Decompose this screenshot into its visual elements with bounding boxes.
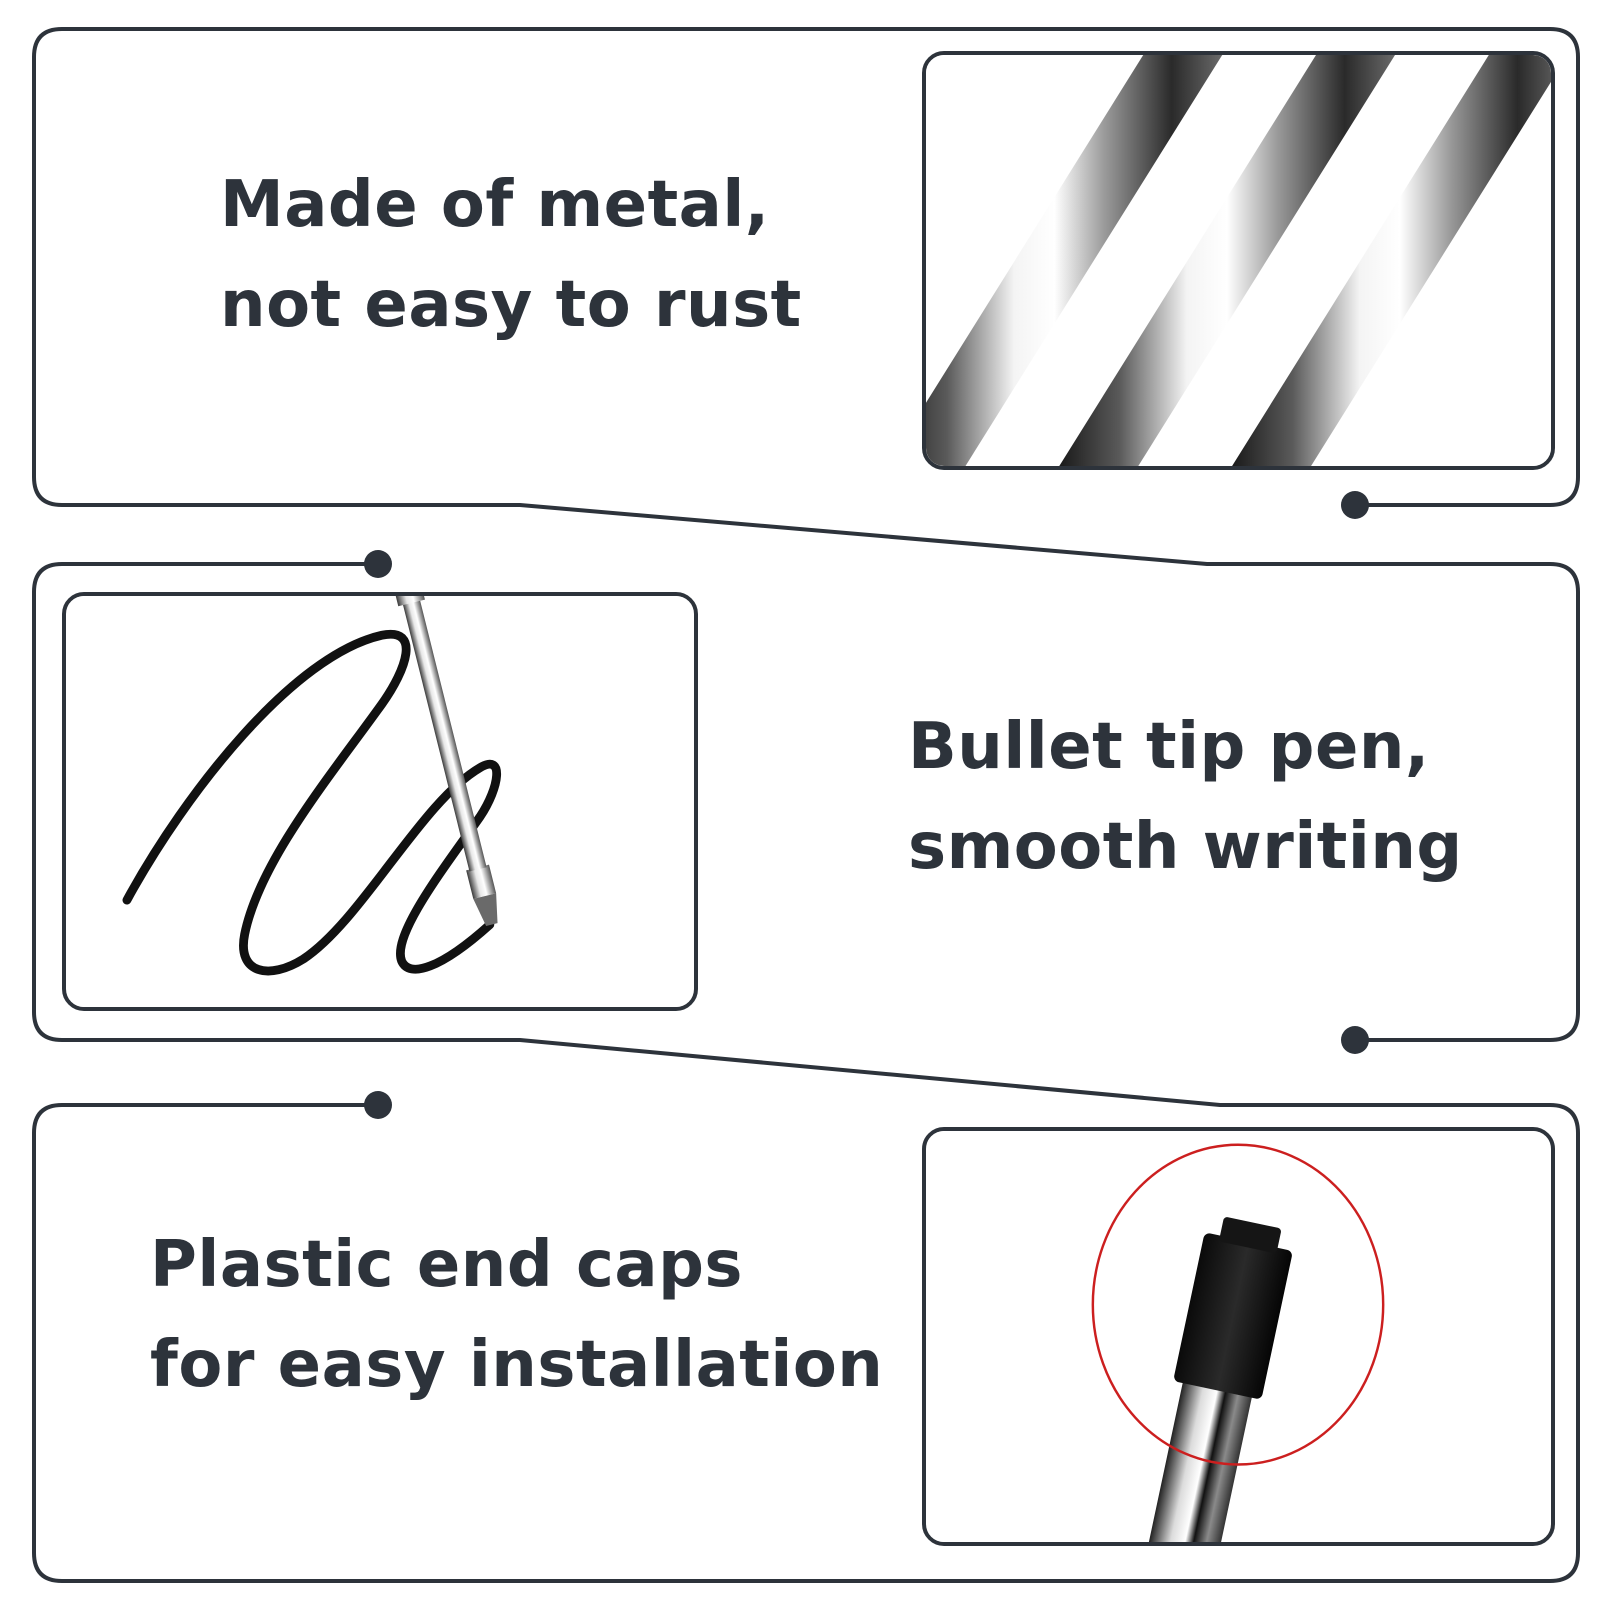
feature-2-line-1: Bullet tip pen, [908,710,1430,784]
connector-dot-2 [364,550,392,578]
rod-body [1130,1378,1253,1542]
metal-rods-photo [922,51,1555,470]
connector-dot-3 [1341,1026,1369,1054]
end-cap-photo [922,1127,1555,1546]
connector-dot-4 [364,1091,392,1119]
feature-2-line-2: smooth writing [908,810,1463,884]
highlight-circle [1091,1143,1385,1466]
feature-3-caption: Plastic end caps for easy installation [150,1215,883,1415]
feature-3-line-2: for easy installation [150,1328,884,1402]
plastic-end-cap [1174,1233,1292,1399]
panel-2-outline [32,562,1580,1583]
ink-scribble [122,629,502,976]
panel-1-outline [32,27,1580,1042]
metal-rod-2 [1059,55,1395,466]
pen-refill [390,596,498,927]
feature-3-line-1: Plastic end caps [150,1228,743,1302]
metal-rod-3 [1232,55,1551,466]
bullet-tip-photo [62,592,698,1011]
metal-rod-1 [926,55,1223,466]
feature-1-line-1: Made of metal, [220,168,770,242]
feature-1-caption: Made of metal, not easy to rust [220,155,802,355]
feature-1-line-2: not easy to rust [220,268,802,342]
feature-2-caption: Bullet tip pen, smooth writing [908,697,1463,897]
connector-dot-1 [1341,491,1369,519]
